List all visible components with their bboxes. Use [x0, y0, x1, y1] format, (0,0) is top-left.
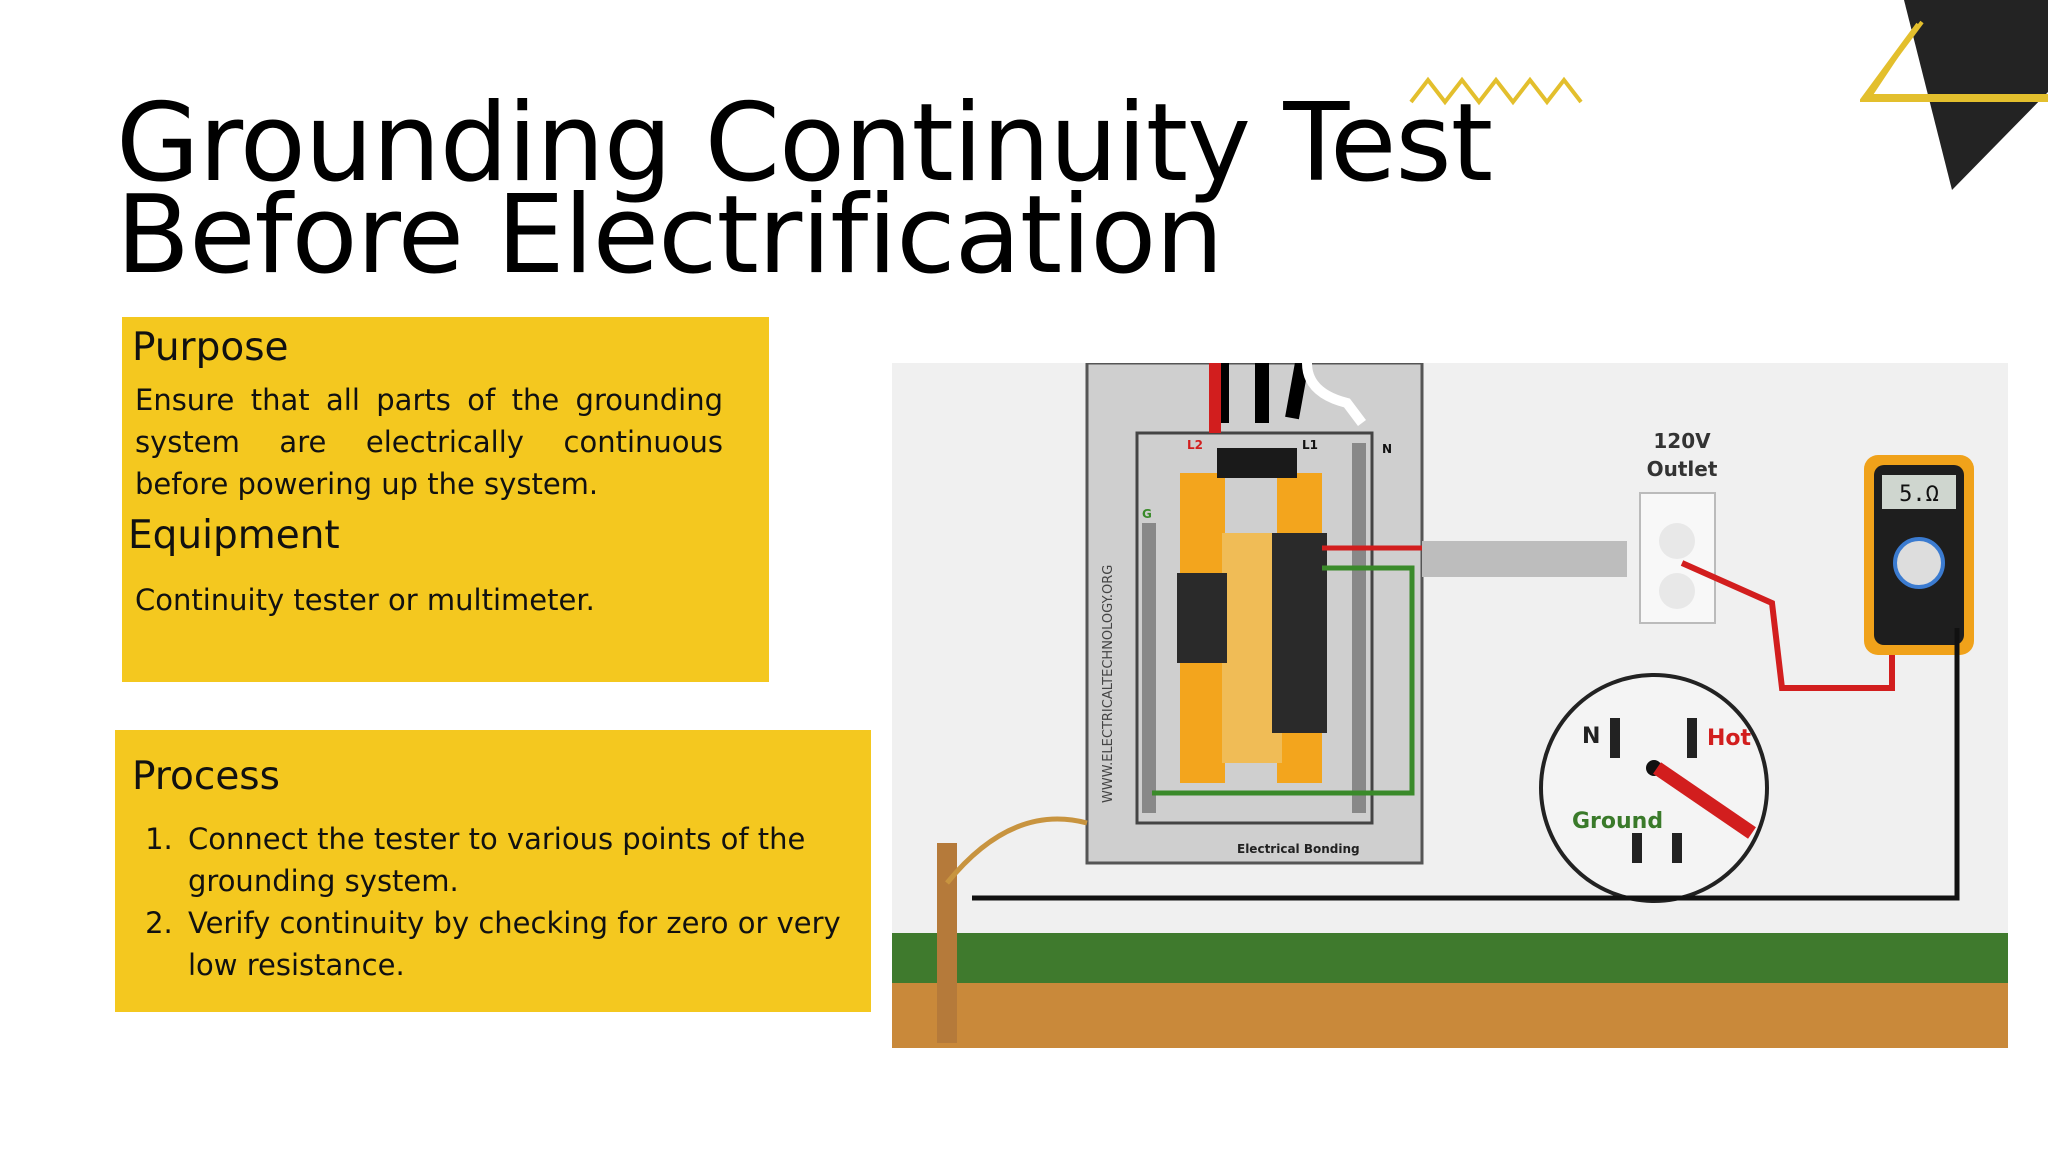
neutral-label: N [1582, 724, 1600, 749]
process-step: Verify continuity by checking for zero o… [182, 902, 862, 986]
outlet-label-line2: Outlet [1647, 457, 1718, 481]
hot-label: Hot [1707, 726, 1752, 751]
outlet-label-line1: 120V [1653, 429, 1711, 453]
process-heading: Process [132, 754, 280, 799]
equipment-text: Continuity tester or multimeter. [135, 583, 595, 617]
title-line-2: Before Electrification [116, 173, 1224, 298]
l2-label: L2 [1187, 438, 1203, 452]
purpose-equipment-card: Purpose Ensure that all parts of the gro… [122, 317, 769, 682]
decorative-triangles [1860, 0, 2048, 190]
page-title: Grounding Continuity Test Before Electri… [116, 81, 1493, 298]
decorative-zigzag [1409, 76, 1583, 106]
n-label: N [1382, 442, 1392, 456]
bonding-label: Electrical Bonding [1237, 842, 1360, 856]
g-label: G [1142, 507, 1152, 521]
equipment-heading: Equipment [128, 513, 340, 558]
meter-reading: 5.Ω [1899, 482, 1939, 507]
process-card: Process Connect the tester to various po… [115, 730, 871, 1012]
grounding-test-diagram: 120V Outlet N Hot Ground 5.Ω Electrical … [892, 363, 2008, 1048]
ground-label: Ground [1572, 809, 1663, 834]
purpose-heading: Purpose [132, 325, 289, 370]
watermark: WWW.ELECTRICALTECHNOLOGY.ORG [1101, 565, 1116, 803]
process-steps: Connect the tester to various points of … [132, 818, 862, 986]
l1-label: L1 [1302, 438, 1318, 452]
title-line-1: Grounding Continuity Test [116, 81, 1493, 206]
purpose-text: Ensure that all parts of the grounding s… [135, 383, 723, 501]
process-step: Connect the tester to various points of … [182, 818, 862, 902]
